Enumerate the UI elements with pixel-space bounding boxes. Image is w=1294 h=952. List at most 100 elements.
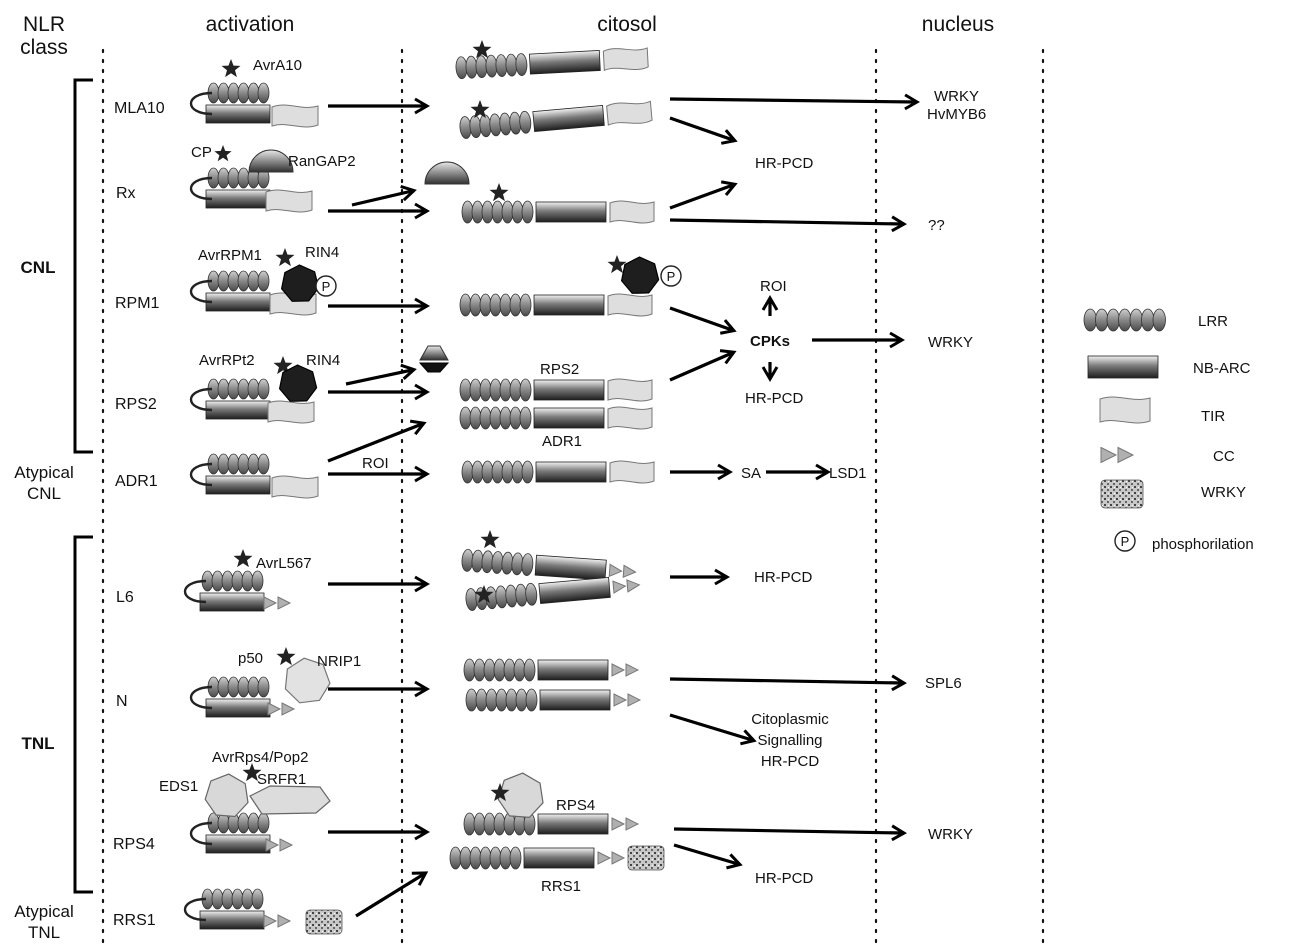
tir-domain bbox=[268, 401, 314, 423]
svg-text:P: P bbox=[322, 279, 331, 294]
label-avra10: AvrA10 bbox=[253, 57, 302, 74]
rangap2-dome bbox=[249, 150, 293, 172]
rin4-complex-icon bbox=[622, 257, 659, 293]
nbarc-domain bbox=[534, 295, 604, 315]
class-atypical-cnl-1: Atypical bbox=[14, 463, 74, 482]
rin4-fragment-icon bbox=[420, 346, 448, 360]
row-rps2: RPS2 bbox=[115, 396, 157, 413]
label-srfr1: SRFR1 bbox=[257, 771, 306, 788]
nbarc-domain bbox=[536, 462, 606, 482]
row-l6: L6 bbox=[116, 589, 134, 606]
tir-domain bbox=[610, 201, 654, 223]
nbarc-domain bbox=[536, 202, 606, 222]
cytosol-complexes bbox=[450, 47, 664, 870]
tir-domain bbox=[272, 476, 318, 498]
cc-domain bbox=[268, 703, 294, 715]
nbarc-domain bbox=[206, 835, 270, 853]
arrow-mla10-nucleus bbox=[670, 99, 915, 102]
outcome-labels: WRKY HvMYB6 HR-PCD ?? ROI CPKs WRKY HR-P… bbox=[741, 88, 986, 887]
nbarc-domain bbox=[538, 660, 608, 680]
tir-domain bbox=[1100, 397, 1150, 423]
tir-domain bbox=[608, 407, 652, 429]
outcome-spl6: SPL6 bbox=[925, 675, 962, 692]
cc-domain bbox=[613, 579, 640, 593]
outcome-hrpcd-3: HR-PCD bbox=[754, 569, 812, 586]
tir-domain bbox=[608, 379, 652, 401]
row-rx: Rx bbox=[116, 185, 136, 202]
nbarc-domain bbox=[206, 699, 270, 717]
active-nlr bbox=[459, 100, 652, 139]
lrr-domain bbox=[450, 847, 521, 869]
arrow-rrs1-activate bbox=[356, 874, 424, 916]
outcome-cyto-signal-2: Signalling bbox=[757, 732, 822, 749]
label-rps4-cyto: RPS4 bbox=[556, 797, 595, 814]
arrow-mla10-hrpcd bbox=[670, 118, 733, 140]
label-eds1: EDS1 bbox=[159, 778, 198, 795]
lrr-domain bbox=[464, 659, 535, 681]
row-rpm1: RPM1 bbox=[115, 295, 160, 312]
label-rangap2: RanGAP2 bbox=[288, 153, 356, 170]
label-rin4-b: RIN4 bbox=[306, 352, 340, 369]
legend-label-phospho: phosphorilation bbox=[1152, 536, 1254, 553]
legend-icons: P bbox=[1084, 309, 1166, 551]
srfr1-icon bbox=[250, 786, 330, 814]
class-labels: CNL Atypical CNL TNL Atypical TNL bbox=[14, 258, 74, 942]
arrow-n-signal bbox=[670, 715, 752, 740]
label-p50: p50 bbox=[238, 650, 263, 667]
cc-domain bbox=[614, 694, 640, 706]
label-nrip1: NRIP1 bbox=[317, 653, 361, 670]
tnl-bracket bbox=[75, 537, 93, 892]
active-nlr bbox=[450, 846, 664, 870]
effector-star-icon bbox=[473, 40, 492, 58]
lrr-domain bbox=[208, 379, 269, 399]
legend-label-cc: CC bbox=[1213, 448, 1235, 465]
rangap2-dome bbox=[425, 162, 469, 184]
eds1-cyto-icon bbox=[498, 773, 543, 817]
nbarc-domain bbox=[535, 555, 606, 580]
effector-star-icon bbox=[277, 647, 296, 665]
nbarc-domain bbox=[529, 50, 600, 74]
lrr-domain bbox=[202, 571, 263, 591]
nbarc-domain bbox=[524, 848, 594, 868]
arrow-rx-rangap bbox=[352, 191, 412, 205]
tir-domain bbox=[610, 461, 654, 483]
outcome-wrky-2: WRKY bbox=[928, 334, 973, 351]
rin4-complex-icon bbox=[282, 265, 319, 301]
active-nlr bbox=[464, 813, 638, 835]
active-nlr bbox=[462, 461, 654, 483]
nbarc-domain bbox=[200, 911, 264, 929]
tir-domain bbox=[606, 100, 652, 126]
cc-domain bbox=[612, 664, 638, 676]
header-activation: activation bbox=[206, 13, 295, 36]
wrky-domain bbox=[1101, 480, 1143, 508]
arrow-rps2-cpks bbox=[670, 353, 732, 380]
effector-star-icon bbox=[490, 183, 509, 201]
cc-domain bbox=[609, 564, 636, 578]
lrr-domain bbox=[462, 461, 533, 483]
class-atypical-tnl-1: Atypical bbox=[14, 902, 74, 921]
outcome-hrpcd-1: HR-PCD bbox=[755, 155, 813, 172]
active-nlr bbox=[462, 201, 654, 223]
lrr-domain bbox=[460, 379, 531, 401]
outcome-wrky-1: WRKY bbox=[934, 88, 979, 105]
active-nlr bbox=[460, 294, 652, 316]
header-citosol: citosol bbox=[597, 13, 657, 36]
row-adr1: ADR1 bbox=[115, 473, 158, 490]
arrow-rpm1-cpks bbox=[670, 308, 732, 330]
wrky-domain bbox=[306, 910, 342, 934]
outcome-sa: SA bbox=[741, 465, 761, 482]
nbarc-domain bbox=[533, 105, 604, 131]
nbarc-domain bbox=[534, 380, 604, 400]
label-roi-adr1: ROI bbox=[362, 455, 389, 472]
class-cnl: CNL bbox=[21, 258, 56, 277]
row-labels: MLA10 Rx RPM1 RPS2 ADR1 L6 N RPS4 RRS1 bbox=[113, 100, 165, 929]
class-atypical-tnl-2: TNL bbox=[28, 923, 60, 942]
row-n: N bbox=[116, 693, 128, 710]
row-mla10: MLA10 bbox=[114, 100, 165, 117]
lrr-domain bbox=[208, 677, 269, 697]
legend-label-nbarc: NB-ARC bbox=[1193, 360, 1251, 377]
outcome-roi: ROI bbox=[760, 278, 787, 295]
outcome-wrky-3: WRKY bbox=[928, 826, 973, 843]
column-headers: NLR class activation citosol nucleus bbox=[20, 13, 994, 59]
class-tnl: TNL bbox=[21, 734, 54, 753]
